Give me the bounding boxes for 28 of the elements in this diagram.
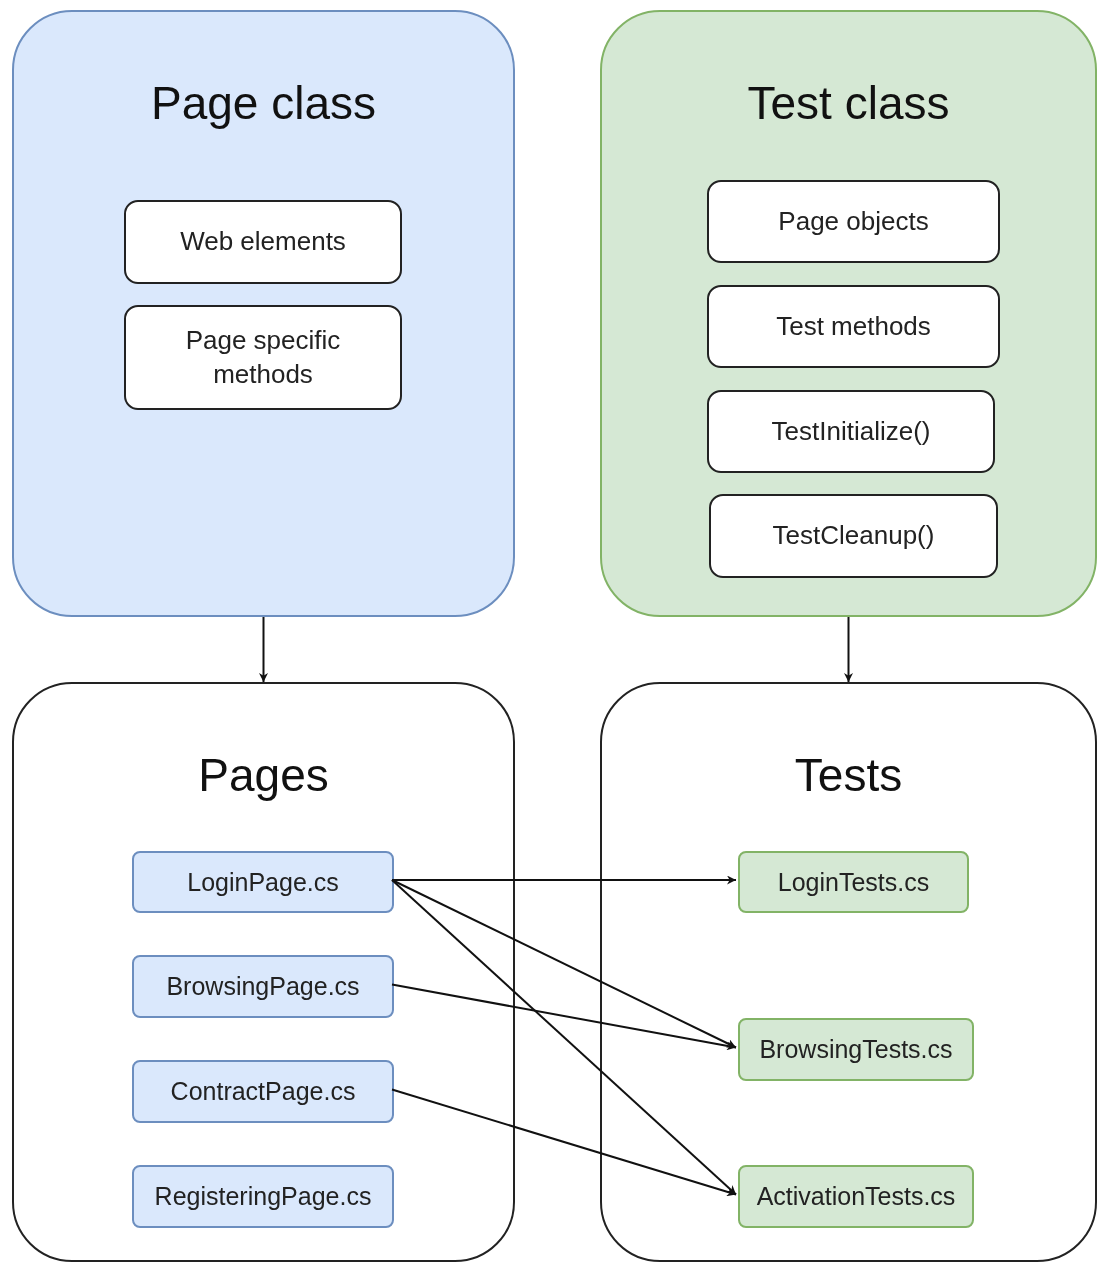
group-container: [600, 10, 1097, 617]
member-box: TestInitialize(): [707, 390, 995, 473]
file-box: ContractPage.cs: [132, 1060, 394, 1123]
group-container: [600, 682, 1097, 1262]
member-box: TestCleanup(): [709, 494, 998, 578]
file-box: LoginTests.cs: [738, 851, 969, 913]
arrow: [391, 1088, 737, 1197]
arrow: [391, 983, 737, 1051]
file-box: RegisteringPage.cs: [132, 1165, 394, 1228]
group-container: [12, 682, 515, 1262]
file-box: BrowsingPage.cs: [132, 955, 394, 1018]
arrow: [391, 879, 737, 1196]
group-container: [12, 10, 515, 617]
member-box: Page specific methods: [124, 305, 402, 410]
group-title: Pages: [197, 748, 330, 802]
arrow: [259, 616, 268, 683]
arrow: [391, 875, 737, 885]
member-box: Web elements: [124, 200, 402, 284]
member-box: Test methods: [707, 285, 1000, 368]
file-box: ActivationTests.cs: [738, 1165, 974, 1228]
file-box: BrowsingTests.cs: [738, 1018, 974, 1081]
arrow: [391, 879, 737, 1049]
group-title: Test class: [746, 76, 951, 130]
group-title: Tests: [793, 748, 904, 802]
group-title: Page class: [150, 76, 377, 130]
member-box: Page objects: [707, 180, 1000, 263]
file-box: LoginPage.cs: [132, 851, 394, 913]
arrow: [844, 616, 853, 683]
